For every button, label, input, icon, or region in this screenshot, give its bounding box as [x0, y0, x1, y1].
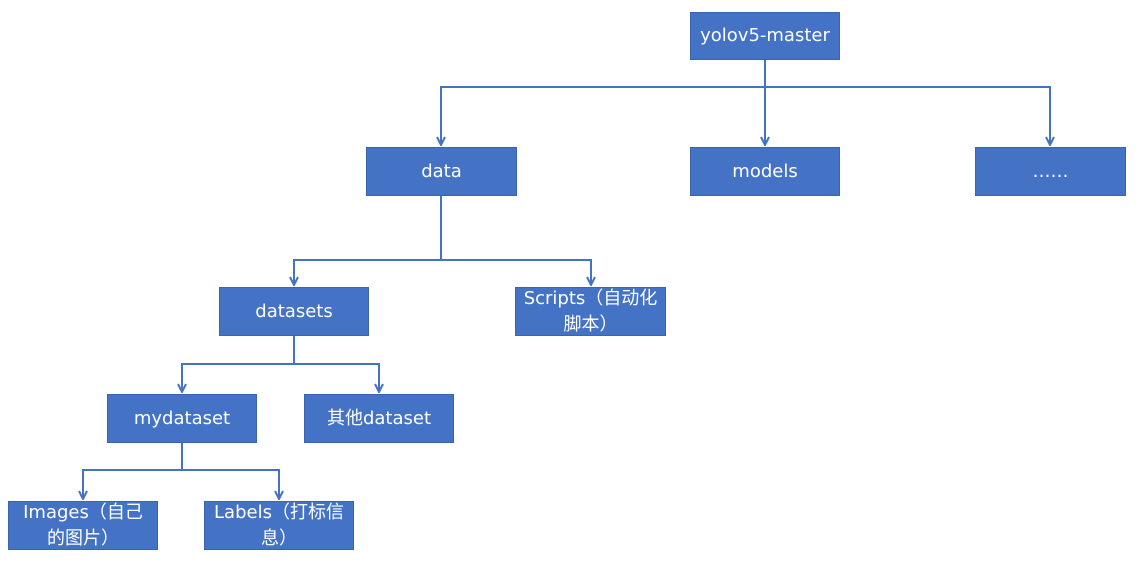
node-label: data	[421, 160, 462, 182]
node-label: Labels（打标信息）	[214, 501, 344, 549]
node-label: Images（自己的图片）	[23, 501, 143, 549]
node-images: Images（自己的图片）	[8, 501, 158, 550]
connector-data-datasets	[294, 196, 442, 285]
connector-root-data	[441, 60, 766, 145]
node-data: data	[366, 147, 517, 196]
node-label: models	[732, 160, 798, 182]
connector-mydataset-labels	[182, 469, 279, 499]
node-mydataset: mydataset	[107, 394, 257, 443]
node-label: datasets	[255, 300, 333, 322]
node-other-dataset: 其他dataset	[304, 394, 454, 443]
node-label: yolov5-master	[700, 25, 830, 46]
node-label: Scripts（自动化脚本）	[523, 287, 658, 335]
node-label: ……	[1032, 160, 1069, 182]
connector-datasets-mydataset	[182, 336, 295, 392]
node-more: ……	[975, 147, 1126, 196]
node-labels: Labels（打标信息）	[204, 501, 354, 550]
node-models: models	[690, 147, 840, 196]
connector-data-scripts	[441, 259, 591, 285]
node-datasets: datasets	[219, 287, 369, 336]
node-label: 其他dataset	[326, 407, 432, 429]
connector-root-more	[765, 86, 1050, 145]
connector-mydataset-images	[83, 443, 183, 499]
node-label: mydataset	[133, 407, 231, 429]
connector-datasets-other	[294, 363, 379, 392]
node-yolov5-master: yolov5-master	[690, 12, 840, 60]
node-scripts: Scripts（自动化脚本）	[515, 287, 666, 336]
